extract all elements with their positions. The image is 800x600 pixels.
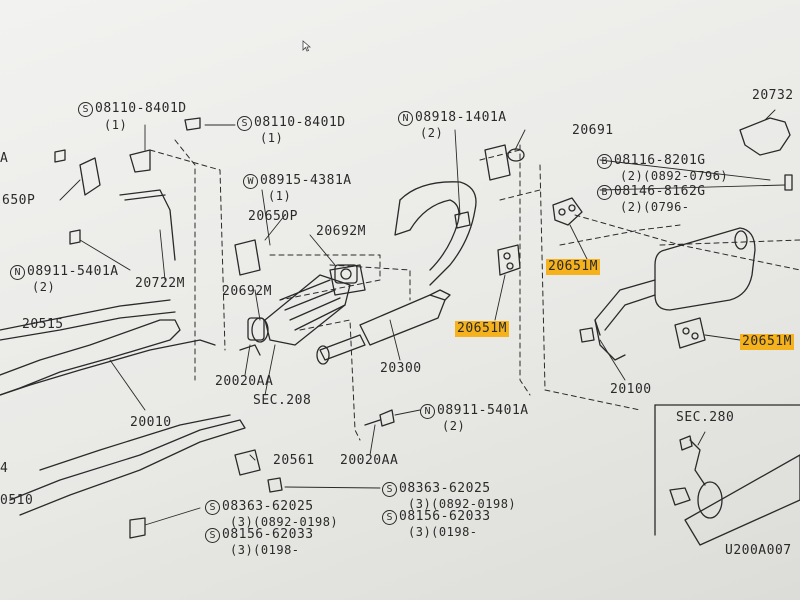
callout-c1-qty: (1)	[104, 118, 128, 132]
callout-c24: 20020AA	[340, 453, 399, 468]
callout-c5: 20732	[752, 88, 794, 103]
callout-c9: 20650P	[248, 209, 298, 224]
callout-c2-qty: (1)	[260, 131, 284, 145]
highlight-20651m-3: 20651M	[740, 334, 794, 350]
callout-c13-qty: (2)	[32, 280, 56, 294]
highlight-20651m-1: 20651M	[546, 259, 600, 275]
callout-c25-qty: (3)(0892-0198)	[408, 497, 517, 511]
callout-c22: 20100	[610, 382, 652, 397]
callout-c20: 20010	[130, 415, 172, 430]
callout-c10: 20692M	[316, 224, 366, 239]
callout-c3-qty: (2)	[420, 126, 444, 140]
callout-c14: 20722M	[135, 276, 185, 291]
callout-c28-qty: (3)(0198-	[230, 543, 300, 557]
highlight-20651m-2: 20651M	[455, 321, 509, 337]
callout-c29: SEC.280	[676, 410, 735, 425]
callout-c27-qty: (3)(0892-0198)	[230, 515, 339, 529]
callout-c4: 20691	[572, 123, 614, 138]
callout-c32: 0510	[0, 493, 34, 508]
mouse-cursor-icon	[302, 40, 311, 52]
callout-c16: 20515	[22, 317, 64, 332]
callout-c17: 20020AA	[215, 374, 274, 389]
callout-c11: 650P	[2, 193, 36, 208]
callout-c31: 4	[0, 461, 9, 476]
callout-c12: A	[0, 151, 9, 166]
callout-c21-qty: (2)	[442, 419, 466, 433]
callout-c30: U200A007	[725, 543, 792, 558]
callout-c26-qty: (3)(0198-	[408, 525, 478, 539]
callout-c15: 20692M	[222, 284, 272, 299]
callout-c8-qty: (1)	[268, 189, 292, 203]
callout-c6-qty: (2)(0892-0796)	[620, 169, 729, 183]
callout-c23: 20561	[273, 453, 315, 468]
callout-c19: 20300	[380, 361, 422, 376]
callout-c7-qty: (2)(0796-	[620, 200, 690, 214]
callout-c18: SEC.208	[253, 393, 312, 408]
